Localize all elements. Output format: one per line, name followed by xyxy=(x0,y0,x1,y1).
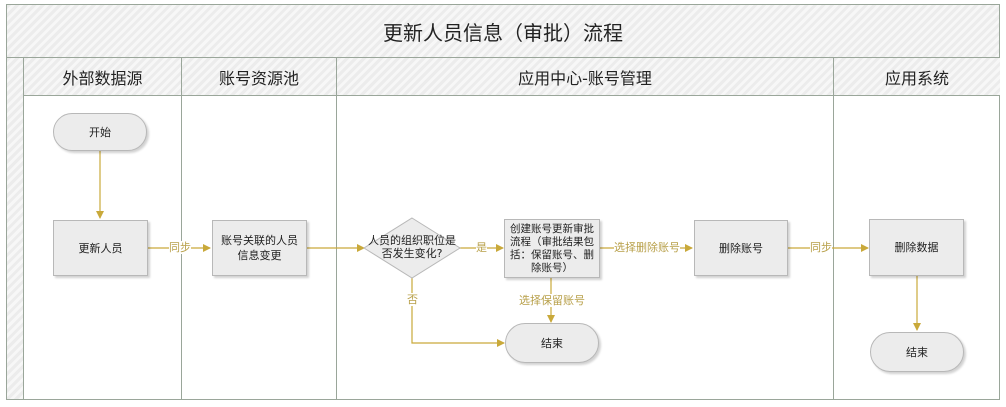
decision-diamond xyxy=(363,217,461,279)
account-change-node: 账号关联的人员信息变更 xyxy=(212,220,307,276)
edge-label-choose-delete: 选择删除账号 xyxy=(614,241,680,254)
decision-node-label: 人员的组织职位是否发生变化? xyxy=(368,234,456,260)
delete-data-node: 删除数据 xyxy=(869,219,964,276)
end-node-center: 结束 xyxy=(505,323,599,363)
edge-label-no: 否 xyxy=(407,293,418,306)
delete-account-node: 删除账号 xyxy=(694,220,788,276)
lane-header-external-source: 外部数据源 xyxy=(24,58,182,96)
lane-header-account-pool: 账号资源池 xyxy=(182,58,337,96)
edge-decision-end xyxy=(411,278,505,347)
left-rail xyxy=(6,58,24,400)
diagram-title: 更新人员信息（审批）流程 xyxy=(6,4,1000,58)
edge-label-choose-keep: 选择保留账号 xyxy=(519,294,585,307)
lane-header-app-center: 应用中心-账号管理 xyxy=(337,58,834,96)
edge-label-sync: 同步 xyxy=(169,241,191,254)
edge-label-yes: 是 xyxy=(476,241,487,254)
edge-label-sync: 同步 xyxy=(810,241,832,254)
lane-header-app-system: 应用系统 xyxy=(834,58,1000,96)
end-node-app: 结束 xyxy=(870,332,964,372)
start-node: 开始 xyxy=(53,113,147,151)
update-person-node: 更新人员 xyxy=(53,220,148,276)
create-approval-node: 创建账号更新审批流程（审批结果包括：保留账号、删除账号） xyxy=(504,219,600,278)
